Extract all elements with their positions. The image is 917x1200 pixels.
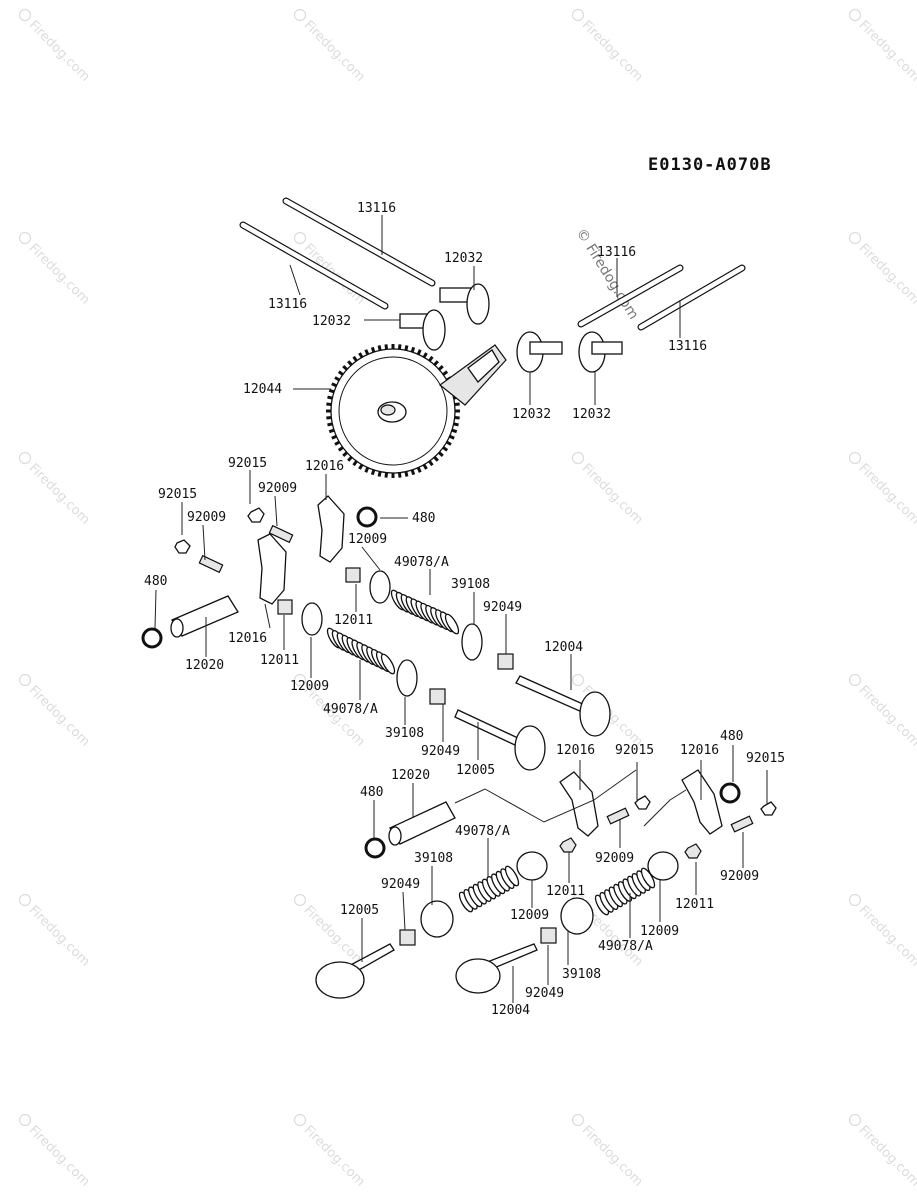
- camshaft-gear: [326, 344, 507, 478]
- rocker-set-right: [364, 769, 777, 881]
- rocker-set-left: [141, 495, 391, 649]
- stem-seal-d: [540, 927, 557, 944]
- stem-seal-a: [497, 653, 514, 670]
- stem-seal-c: [399, 929, 416, 946]
- intake-valve-lower: [315, 943, 395, 999]
- label-screw-b: 92009: [187, 510, 226, 525]
- label-nut-d: 92015: [746, 751, 785, 766]
- label-rocker-a: 12016: [305, 459, 344, 474]
- label-seat-c: 39108: [414, 851, 453, 866]
- stem-seal-b: [429, 688, 446, 705]
- intake-valve-upper: [454, 709, 546, 771]
- label-clip-a: 480: [412, 511, 435, 526]
- label-rocker-d: 12016: [680, 743, 719, 758]
- label-collet-b: 12011: [260, 653, 299, 668]
- tappet-b: [399, 309, 446, 351]
- label-shaft-a: 12020: [185, 658, 224, 673]
- label-nut-b: 92015: [158, 487, 197, 502]
- label-rocker-b: 12016: [228, 631, 267, 646]
- label-clip-c: 480: [720, 729, 743, 744]
- leader-lines: [154, 215, 768, 1003]
- exhaust-valve-lower: [455, 943, 538, 994]
- label-intake-a: 12005: [456, 763, 495, 778]
- label-collet-c: 12011: [546, 884, 585, 899]
- valve-spring-left-a: [390, 589, 460, 635]
- label-tappet-d: 12032: [572, 407, 611, 422]
- label-tappet-b: 12032: [312, 314, 351, 329]
- label-clip-d: 480: [360, 785, 383, 800]
- label-seal-c: 92049: [381, 877, 420, 892]
- valve-spring-left-b: [326, 627, 396, 675]
- label-spring-c: 49078/A: [455, 824, 510, 839]
- diagram-code: E0130-A070B: [648, 155, 772, 175]
- label-retainer-a: 12009: [348, 532, 387, 547]
- label-rod-left: 13116: [268, 297, 307, 312]
- label-seal-d: 92049: [525, 986, 564, 1001]
- spring-seat-b: [396, 659, 418, 697]
- label-rod-top: 13116: [357, 201, 396, 216]
- label-shaft-b: 12020: [391, 768, 430, 783]
- spring-seat-a: [461, 623, 483, 661]
- valve-spring-right-b: [594, 867, 656, 916]
- label-collet-a: 12011: [334, 613, 373, 628]
- label-seal-a: 92049: [483, 600, 522, 615]
- push-rod-top: [282, 197, 436, 287]
- tappet-d: [578, 331, 623, 373]
- spring-seat-d: [560, 897, 594, 935]
- valve-spring-right-a: [458, 865, 520, 913]
- spring-seat-c: [420, 900, 454, 938]
- label-seat-b: 39108: [385, 726, 424, 741]
- label-rod-right-b: 13116: [668, 339, 707, 354]
- label-clip-b: 480: [144, 574, 167, 589]
- label-retainer-b: 12009: [290, 679, 329, 694]
- label-exhaust-a: 12004: [544, 640, 583, 655]
- label-screw-d: 92009: [720, 869, 759, 884]
- label-screw-c: 92009: [595, 851, 634, 866]
- label-spring-b: 49078/A: [323, 702, 378, 717]
- label-seat-d: 39108: [562, 967, 601, 982]
- label-spring-d: 49078/A: [598, 939, 653, 954]
- push-rod-right-a: [577, 264, 684, 328]
- label-tappet-a: 12032: [444, 251, 483, 266]
- part-labels: 13116 13116 12032 12032 13116 13116 1203…: [144, 201, 785, 1018]
- label-camshaft: 12044: [243, 382, 282, 397]
- label-exhaust-b: 12004: [491, 1003, 530, 1018]
- label-screw-a: 92009: [258, 481, 297, 496]
- watermark-pattern: [14, 6, 917, 1191]
- label-nut-c: 92015: [615, 743, 654, 758]
- label-seal-b: 92049: [421, 744, 460, 759]
- tappet-c: [516, 331, 563, 373]
- label-retainer-d: 12009: [640, 924, 679, 939]
- tappet-a: [439, 283, 490, 325]
- push-rod-left: [239, 221, 389, 310]
- label-rocker-c: 12016: [556, 743, 595, 758]
- exhaust-valve-upper: [515, 675, 611, 737]
- push-rod-right-b: [637, 264, 746, 331]
- label-intake-b: 12005: [340, 903, 379, 918]
- label-tappet-c: 12032: [512, 407, 551, 422]
- label-rod-right-a: 13116: [597, 245, 636, 260]
- label-spring-a: 49078/A: [394, 555, 449, 570]
- label-seat-a: 39108: [451, 577, 490, 592]
- label-retainer-c: 12009: [510, 908, 549, 923]
- label-collet-d: 12011: [675, 897, 714, 912]
- label-nut-a: 92015: [228, 456, 267, 471]
